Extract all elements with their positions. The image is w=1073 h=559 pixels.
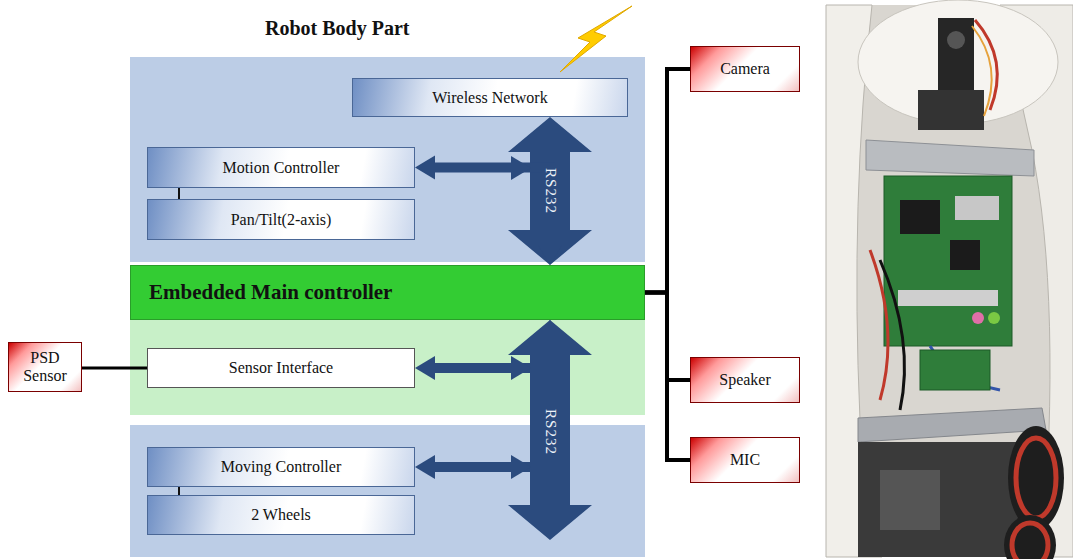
module-box: 2 Wheels bbox=[147, 495, 415, 535]
device-box: MIC bbox=[690, 437, 800, 483]
connector bbox=[415, 156, 562, 266]
controller-bar: Embedded Main controller bbox=[130, 265, 645, 320]
chip bbox=[900, 200, 940, 234]
metal-plate bbox=[866, 140, 1034, 176]
wheel-rim bbox=[1012, 523, 1048, 559]
box-label: MIC bbox=[730, 451, 760, 469]
connector-line bbox=[178, 188, 180, 199]
arrow-head bbox=[511, 356, 531, 380]
box-label: Wireless Network bbox=[432, 89, 547, 107]
module-box: Moving Controller bbox=[147, 447, 415, 487]
bus-label: RS232 bbox=[542, 168, 559, 214]
interface-box: Sensor Interface bbox=[147, 348, 415, 388]
circuit-board bbox=[884, 176, 1012, 346]
box-label: PSD Sensor bbox=[15, 349, 75, 385]
connector bbox=[645, 69, 690, 293]
connector bbox=[179, 188, 180, 199]
wheel-rim bbox=[1016, 438, 1056, 518]
box-label: Speaker bbox=[719, 371, 771, 389]
connector-line bbox=[645, 293, 690, 461]
arrow-head bbox=[415, 455, 435, 479]
arrow-head bbox=[511, 455, 531, 479]
arrow-head bbox=[415, 156, 435, 180]
module-box: Pan/Tilt(2-axis) bbox=[147, 199, 415, 240]
box-label: Camera bbox=[720, 60, 770, 78]
box-label: Sensor Interface bbox=[229, 359, 333, 377]
camera-mount bbox=[938, 18, 974, 90]
audio-jack bbox=[972, 312, 984, 324]
box-label: Motion Controller bbox=[223, 159, 340, 177]
module-box: Wireless Network bbox=[352, 78, 628, 117]
connector-line bbox=[434, 168, 550, 247]
camera-lens bbox=[947, 31, 965, 49]
sub-board bbox=[920, 350, 990, 390]
connector-line bbox=[82, 367, 147, 370]
base-plate bbox=[858, 408, 1046, 442]
arrow-head bbox=[538, 245, 562, 265]
wheel bbox=[1004, 515, 1056, 559]
chip bbox=[950, 240, 980, 270]
arrow-head bbox=[415, 356, 435, 380]
box-label: Pan/Tilt(2-axis) bbox=[231, 211, 332, 229]
box-label: Embedded Main controller bbox=[149, 280, 392, 305]
audio-jack bbox=[988, 312, 1000, 324]
cable bbox=[880, 260, 905, 410]
connector bbox=[955, 196, 999, 220]
device-box: Speaker bbox=[690, 357, 800, 403]
device-box: PSD Sensor bbox=[8, 342, 82, 392]
motor bbox=[880, 470, 940, 530]
servo bbox=[918, 90, 984, 130]
box-label: 2 Wheels bbox=[251, 506, 311, 524]
connector bbox=[179, 487, 180, 495]
connector bbox=[82, 368, 147, 369]
cable bbox=[972, 26, 992, 116]
port-row bbox=[898, 290, 998, 306]
connector-line bbox=[645, 69, 690, 293]
arrow-head bbox=[511, 156, 531, 180]
diagram-title: Robot Body Part bbox=[265, 17, 409, 40]
robot-photo bbox=[826, 0, 1073, 559]
lightning-bolt bbox=[560, 6, 632, 72]
wheel bbox=[1008, 426, 1064, 530]
device-box: Camera bbox=[690, 46, 800, 92]
connector-line bbox=[178, 487, 180, 495]
module-box: Motion Controller bbox=[147, 147, 415, 188]
box-label: Moving Controller bbox=[221, 458, 341, 476]
bus-label: RS232 bbox=[542, 409, 559, 455]
connector bbox=[645, 293, 690, 461]
bus-arrow bbox=[508, 320, 592, 540]
